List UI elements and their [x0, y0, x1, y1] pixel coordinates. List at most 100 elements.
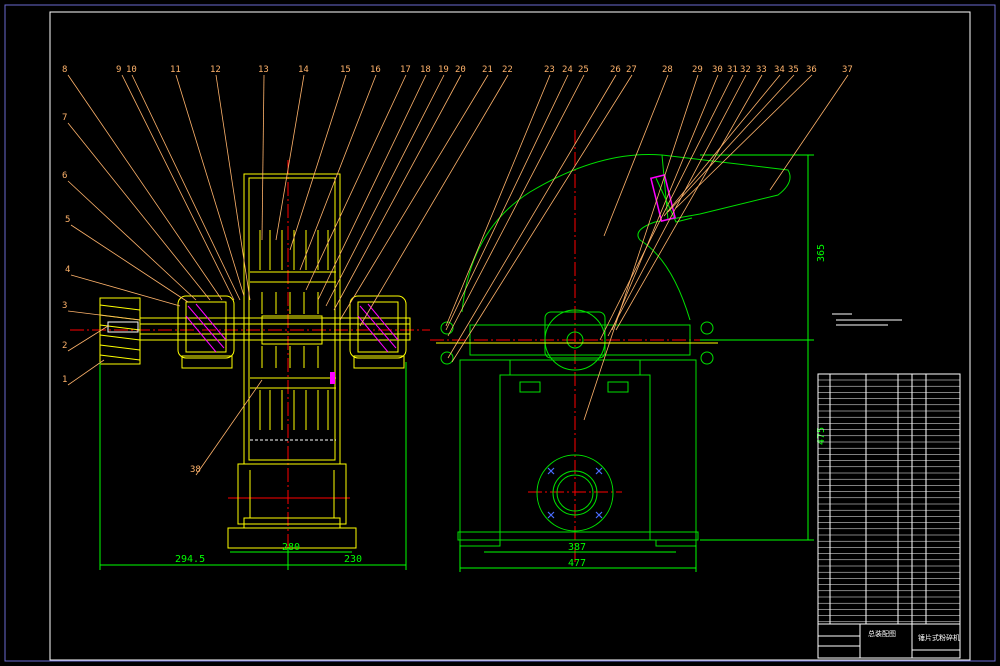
right-dimensions — [459, 154, 814, 572]
balloon-8: 8 — [62, 65, 67, 75]
title-drawing-name: 总装配图 — [868, 629, 896, 638]
leader-13 — [261, 74, 265, 241]
leader-3 — [67, 310, 141, 321]
dim-left-inner: 280 — [282, 542, 300, 553]
leader-2 — [67, 325, 109, 352]
hopper-cover — [461, 153, 791, 321]
leader-14 — [275, 74, 305, 241]
leader-19 — [325, 74, 445, 307]
pulley — [99, 297, 141, 365]
leader-33 — [615, 74, 763, 331]
leader-17 — [305, 74, 407, 291]
balloon-1: 1 — [62, 375, 67, 385]
title-school: 锤片式粉碎机 — [918, 633, 960, 642]
shaft — [139, 317, 411, 341]
balloon-22: 22 — [502, 65, 513, 75]
leader-26 — [447, 74, 617, 359]
dim-right-inner: 387 — [568, 542, 586, 553]
leader-15 — [289, 74, 347, 251]
leader-35 — [667, 74, 795, 213]
balloon-4: 4 — [65, 265, 70, 275]
inner-frame — [49, 11, 971, 661]
balloon-24: 24 — [562, 65, 573, 75]
leader-23 — [445, 74, 551, 327]
leader-6 — [67, 180, 197, 301]
balloon-20: 20 — [455, 65, 466, 75]
dim-right-overall: 477 — [568, 558, 586, 569]
balloon-11: 11 — [170, 65, 181, 75]
balloon-19: 19 — [438, 65, 449, 75]
balloon-30: 30 — [712, 65, 723, 75]
leader-9 — [121, 74, 235, 301]
leader-11 — [175, 74, 245, 297]
leader-18 — [317, 74, 427, 301]
balloon-36: 36 — [806, 65, 817, 75]
dim-left-overall: 294.5 — [175, 554, 205, 565]
balloon-29: 29 — [692, 65, 703, 75]
parts-list — [817, 373, 961, 625]
left-dimensions — [99, 362, 407, 570]
leader-27 — [451, 74, 633, 363]
balloon-33: 33 — [756, 65, 767, 75]
leader-4 — [70, 274, 181, 307]
balloon-34: 34 — [774, 65, 785, 75]
balloon-18: 18 — [420, 65, 431, 75]
leader-20 — [333, 74, 462, 311]
left-section-view: 294.5 280 230 — [70, 160, 430, 570]
leader-21 — [339, 74, 489, 321]
outer-frame — [4, 4, 996, 662]
dim-vertical-upper: 365 — [816, 244, 827, 262]
leader-38 — [195, 379, 263, 476]
crushing-chamber — [227, 173, 357, 549]
leader-10 — [131, 74, 241, 301]
balloon-14: 14 — [298, 65, 309, 75]
mount-bolts — [436, 321, 718, 365]
left-bearing — [177, 295, 235, 369]
balloon-16: 16 — [370, 65, 381, 75]
balloon-25: 25 — [578, 65, 589, 75]
balloon-17: 17 — [400, 65, 411, 75]
balloon-15: 15 — [340, 65, 351, 75]
balloon-35: 35 — [788, 65, 799, 75]
bolt-marks — [547, 467, 603, 519]
leader-37 — [769, 74, 849, 191]
technical-notes — [832, 313, 902, 326]
balloon-37: 37 — [842, 65, 853, 75]
dim-left-right: 230 — [344, 554, 362, 565]
leader-32 — [607, 74, 747, 337]
leader-1 — [67, 359, 105, 386]
balloon-2: 2 — [62, 341, 67, 351]
balloon-3: 3 — [62, 301, 67, 311]
leader-24 — [445, 74, 569, 331]
right-elevation-view: 387 477 365 475 — [430, 130, 902, 572]
leader-5 — [70, 224, 189, 303]
balloon-10: 10 — [126, 65, 137, 75]
balloon-31: 31 — [727, 65, 738, 75]
balloon-5: 5 — [65, 215, 70, 225]
balloon-21: 21 — [482, 65, 493, 75]
leader-30 — [611, 74, 719, 331]
balloon-13: 13 — [258, 65, 269, 75]
right-bearing — [349, 295, 407, 369]
balloon-12: 12 — [210, 65, 221, 75]
leader-7 — [67, 122, 211, 301]
balloon-9: 9 — [116, 65, 121, 75]
balloon-23: 23 — [544, 65, 555, 75]
leader-36 — [675, 74, 813, 209]
balloon-27: 27 — [626, 65, 637, 75]
balloon-28: 28 — [662, 65, 673, 75]
balloon-26: 26 — [610, 65, 621, 75]
leader-29 — [583, 74, 699, 421]
leader-8 — [67, 74, 223, 301]
leader-31 — [599, 74, 734, 341]
leader-34 — [663, 74, 781, 217]
leader-lines — [67, 74, 849, 476]
leader-16 — [299, 74, 377, 271]
balloon-7: 7 — [62, 113, 67, 123]
balloon-32: 32 — [740, 65, 751, 75]
balloon-6: 6 — [62, 171, 67, 181]
title-block — [817, 623, 961, 659]
machine-body — [457, 309, 699, 547]
leader-12 — [215, 74, 251, 301]
